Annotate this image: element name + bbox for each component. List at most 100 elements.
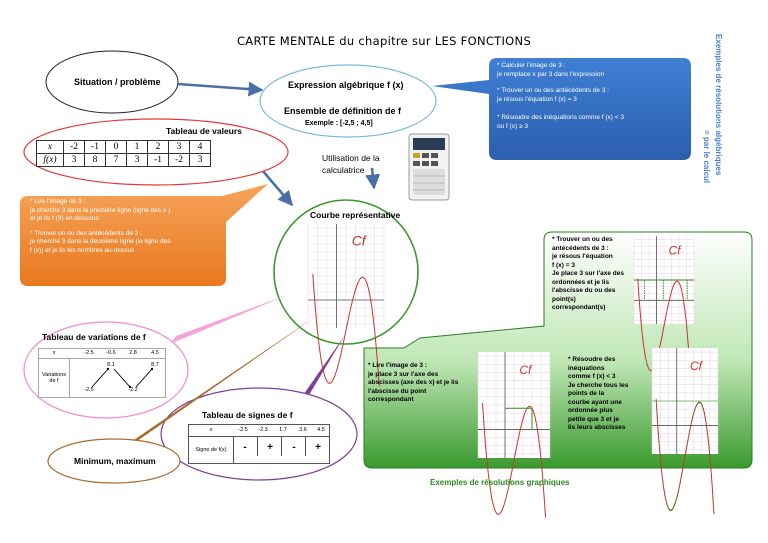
values-cell-fx: 3 (126, 153, 148, 167)
variations-arrowhead (150, 367, 154, 371)
orange-callout-text: * Lire l'image de 3 : je cherche 3 dans … (30, 198, 230, 255)
green-text-line: ordonnée plus (568, 407, 613, 414)
signes-header-cell: -2.3 (258, 427, 268, 433)
ensemble-example: Exemple : [-2,5 ; 4,5] (305, 120, 373, 127)
values-cell-fx: -2 (168, 153, 190, 167)
tableau-valeurs-title: Tableau de valeurs (166, 126, 242, 136)
situation-ellipse (45, 50, 179, 114)
algebra-item1-body: je remplace x par 3 dans l'expression (497, 70, 605, 78)
algebra-item1-title: * Calculer l'image de 3 : (497, 62, 566, 69)
orange-item1-body2: et je lis f (3) en dessous (30, 215, 99, 222)
values-cell-x: 3 (168, 140, 190, 154)
values-cell-fx: 8 (84, 153, 106, 167)
green-item3-title: * Résoudre des inéquations (568, 356, 616, 372)
variations-arrowhead (128, 385, 132, 389)
green-item2: * Lire l'image de 3 : je place 3 sur l'a… (368, 362, 476, 405)
variations-title: Tableau de variations de f (42, 332, 146, 342)
calculator-icon (408, 133, 450, 201)
green-text-line: je place 3 sur l'axe des (368, 370, 439, 378)
arrow-situation-expression (177, 81, 264, 97)
green-text-line: lis leurs abscisses (568, 424, 626, 431)
orange-callout-shape (20, 184, 268, 286)
variations-connector (170, 294, 290, 344)
variations-value: 8.7 (151, 362, 159, 368)
minmax-connector (122, 310, 325, 448)
algebra-callout-shape (432, 58, 691, 160)
green-text-line: je résous l'équation (552, 253, 613, 260)
values-cell-fx: 3 (63, 153, 85, 167)
orange-item2-title: * Trouver un ou des antécédents de 3 : (30, 229, 143, 237)
calculatrice-label: Utilisation de la calculatrice (322, 153, 380, 175)
signes-row: -+-+ (233, 436, 329, 463)
green-text-line: Je place 3 sur l'axe des (552, 270, 625, 277)
curve-cf (637, 278, 691, 374)
green-text-line: f (x) = 3 (552, 261, 575, 269)
signes-row-label: Signe de f(x) (189, 436, 234, 463)
variations-header-cell: 2.8 (129, 350, 137, 356)
curve-label: Cf (519, 363, 533, 377)
signes-sign: - (243, 442, 247, 453)
green-item2-title: * Lire l'image de 3 : (368, 362, 427, 369)
values-cell-x: 4 (189, 140, 211, 154)
minmax-label: Minimum, maximum (74, 456, 156, 466)
side-label-algebraic: Exemples de résolutions algébriques (714, 34, 723, 176)
graph-antecedents: Cf (633, 236, 695, 374)
algebra-item3-title: * Résoudre des inéquations comme f (x) <… (497, 114, 624, 121)
ensemble-label: Ensemble de définition de f (284, 106, 402, 116)
main-curve-graph: Cf (307, 224, 385, 387)
signes-sign: - (281, 436, 306, 456)
curve-cf (312, 274, 380, 387)
values-cell-fx: f(x) (36, 153, 64, 167)
algebra-callout-text: * Calculer l'image de 3 : je remplace x … (497, 62, 685, 131)
values-cell-x: 1 (126, 140, 148, 154)
arrow-calc-courbe (365, 167, 381, 190)
green-text-line: petite que 3 et je (568, 415, 619, 423)
signes-header-cell: 1.7 (279, 427, 287, 433)
signes-sign: + (257, 436, 282, 456)
variations-header-cell: x (52, 350, 56, 356)
side-label-calc: = par le calcul (702, 130, 711, 184)
page-title: CARTE MENTALE du chapitre sur LES FONCTI… (236, 34, 532, 48)
green-caption: Exemples de résolutions graphiques (430, 478, 570, 487)
variations-header-cell: 4.5 (151, 350, 159, 356)
variations-arrow (113, 368, 131, 388)
values-cell-fx: 3 (189, 153, 211, 167)
green-text-line: point(s) (552, 295, 576, 303)
green-text-line: correspondant (368, 396, 414, 403)
values-cell-fx: -1 (147, 153, 169, 167)
expression-ellipse (259, 64, 437, 138)
green-text-line: points de la (568, 390, 605, 397)
green-item3: * Résoudre des inéquations comme f (x) <… (568, 356, 644, 433)
highlight-below-3 (657, 401, 715, 515)
values-cell-x: 2 (147, 140, 169, 154)
signes-header-cell: 4.5 (317, 427, 325, 433)
green-text-line: ordonnées et je lis (552, 278, 610, 286)
variations-value: -2.2 (128, 387, 137, 393)
curve-label: Cf (669, 243, 683, 257)
values-cell-x: 0 (105, 140, 127, 154)
arrow-tableau-courbe (261, 169, 293, 207)
green-text-line: l'abscisse du point (368, 387, 427, 395)
algebra-item2-title: * Trouver un ou des antécédents de 3 : (497, 87, 610, 94)
situation-label: Situation / problème (74, 77, 161, 87)
green-text-line: correspondant(s) (552, 304, 606, 311)
variations-arrow (91, 368, 109, 388)
values-cell-x: -2 (63, 140, 85, 154)
signes-header-cell: -2.5 (238, 427, 248, 433)
variations-header-cell: -0.6 (106, 350, 116, 356)
expression-label: Expression algébrique f (x) (288, 80, 404, 90)
variations-value: 8.1 (107, 362, 115, 368)
values-cell-x: x (36, 140, 64, 154)
green-text-line: courbe ayant une (568, 398, 622, 406)
courbe-label: Courbe représentative (310, 210, 401, 220)
curve-label: Cf (690, 359, 704, 373)
curve-label: Cf (352, 233, 368, 249)
algebra-item2-body: je résous l'équation f (x) = 3 (497, 95, 577, 103)
